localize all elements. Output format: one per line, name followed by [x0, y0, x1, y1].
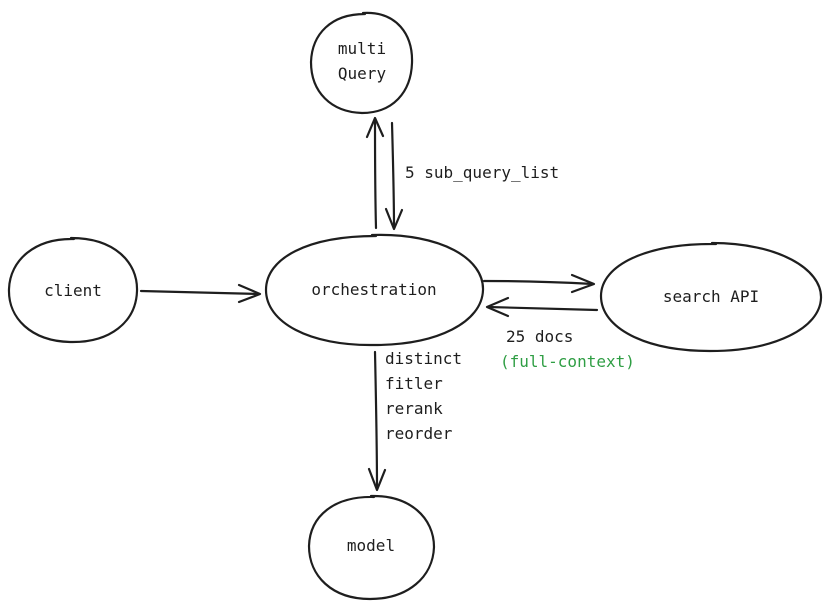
to-model-arrowhead [367, 467, 387, 492]
from-search-arrowhead [485, 296, 510, 318]
to-model-steps: distinct fitler rerank reorder [385, 349, 462, 443]
client-label: client [44, 281, 102, 300]
edge-orchestration-to-multi-query [365, 116, 385, 230]
edge-orchestration-to-search-api [482, 273, 596, 294]
sub-query-edge-label: 5 sub_query_list [405, 163, 559, 182]
multi-query-label-line1: multi [338, 39, 386, 58]
to-model-line [373, 350, 379, 491]
client-ellipse [7, 236, 139, 344]
edge-up-line [373, 117, 378, 230]
to-search-line [482, 279, 595, 286]
multi-query-label-line2: Query [338, 64, 387, 83]
edge-down-line [390, 121, 396, 230]
model-label: model [347, 536, 395, 555]
node-model[interactable]: model [307, 494, 436, 601]
edge-up-arrowhead [365, 116, 385, 139]
edge-multi-query-to-orchestration [384, 121, 404, 231]
docs-edge-sublabel: (full-context) [500, 352, 635, 371]
search-api-ellipse [599, 241, 823, 353]
model-ellipse [307, 494, 436, 601]
node-client[interactable]: client [7, 236, 139, 344]
orchestration-ellipse [264, 233, 485, 347]
edge-down-arrowhead [384, 207, 404, 231]
client-edge-arrowhead [237, 283, 262, 304]
step-distinct: distinct [385, 349, 462, 368]
multi-query-ellipse [309, 11, 414, 115]
step-rerank: rerank [385, 399, 443, 418]
orchestration-label: orchestration [311, 280, 436, 299]
node-search-api[interactable]: search API [599, 241, 823, 353]
node-orchestration[interactable]: orchestration [264, 233, 485, 347]
node-multi-query[interactable]: multi Query [309, 11, 414, 115]
docs-edge-label: 25 docs [506, 327, 573, 346]
from-search-line [486, 305, 599, 312]
edge-search-api-to-orchestration [485, 296, 599, 318]
edge-client-to-orchestration [139, 283, 262, 304]
edge-orchestration-to-model [367, 350, 387, 492]
to-search-arrowhead [570, 273, 596, 294]
client-edge-line [139, 289, 261, 296]
search-api-label: search API [663, 287, 759, 306]
step-reorder: reorder [385, 424, 453, 443]
step-fitler: fitler [385, 374, 443, 393]
